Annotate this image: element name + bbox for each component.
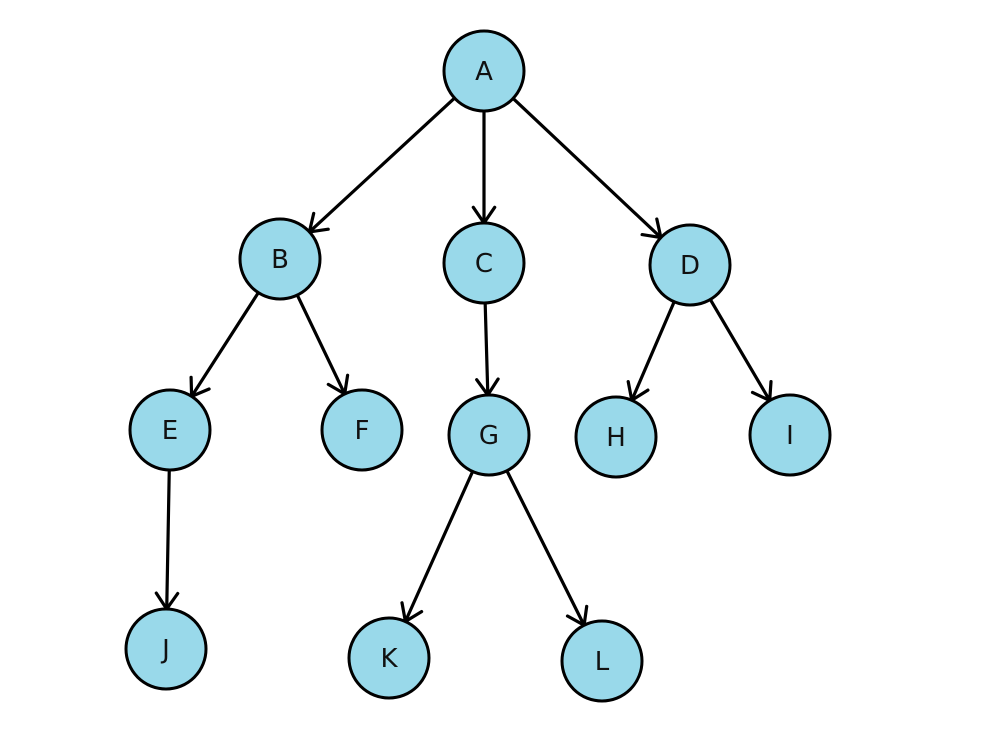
edges-layer (154, 96, 773, 627)
node-label-F: F (355, 416, 370, 446)
node-J: J (124, 607, 208, 691)
edge-B-E (190, 291, 260, 398)
node-K: K (347, 616, 431, 700)
node-label-J: J (160, 635, 170, 665)
node-H: H (574, 395, 658, 479)
edge-A-D (511, 96, 663, 240)
edge-G-L (505, 469, 586, 627)
edge-A-B (307, 96, 457, 234)
node-circle-A (442, 29, 526, 113)
node-circle-I (748, 393, 832, 477)
node-circle-B (238, 217, 322, 301)
node-label-E: E (162, 416, 178, 446)
node-A: A (442, 29, 526, 113)
edge-B-F (295, 293, 347, 396)
node-circle-K (347, 616, 431, 700)
node-C: C (442, 221, 526, 305)
node-circle-G (447, 393, 531, 477)
node-L: L (560, 619, 644, 703)
edge-E-J (165, 468, 171, 611)
node-label-G: G (479, 421, 499, 451)
node-circle-L (560, 619, 644, 703)
node-F: F (320, 388, 404, 472)
nodes-layer: A B C D E F G H I J K L (124, 29, 832, 703)
edge-D-I (708, 297, 772, 403)
node-circle-E (128, 388, 212, 472)
node-circle-J (124, 607, 208, 691)
edge-D-H (630, 300, 676, 402)
node-circle-C (442, 221, 526, 305)
node-circle-F (320, 388, 404, 472)
node-label-A: A (475, 57, 493, 87)
node-circle-H (574, 395, 658, 479)
node-label-H: H (606, 423, 626, 453)
edge-G-K (403, 469, 475, 624)
node-D: D (648, 223, 732, 307)
edge-C-G (483, 301, 490, 397)
node-E: E (128, 388, 212, 472)
node-label-L: L (595, 647, 610, 677)
node-label-D: D (680, 251, 700, 281)
node-G: G (447, 393, 531, 477)
node-label-C: C (475, 249, 493, 279)
node-circle-D (648, 223, 732, 307)
node-label-I: I (786, 421, 794, 451)
node-I: I (748, 393, 832, 477)
node-label-B: B (271, 245, 289, 275)
node-B: B (238, 217, 322, 301)
node-label-K: K (380, 644, 398, 674)
